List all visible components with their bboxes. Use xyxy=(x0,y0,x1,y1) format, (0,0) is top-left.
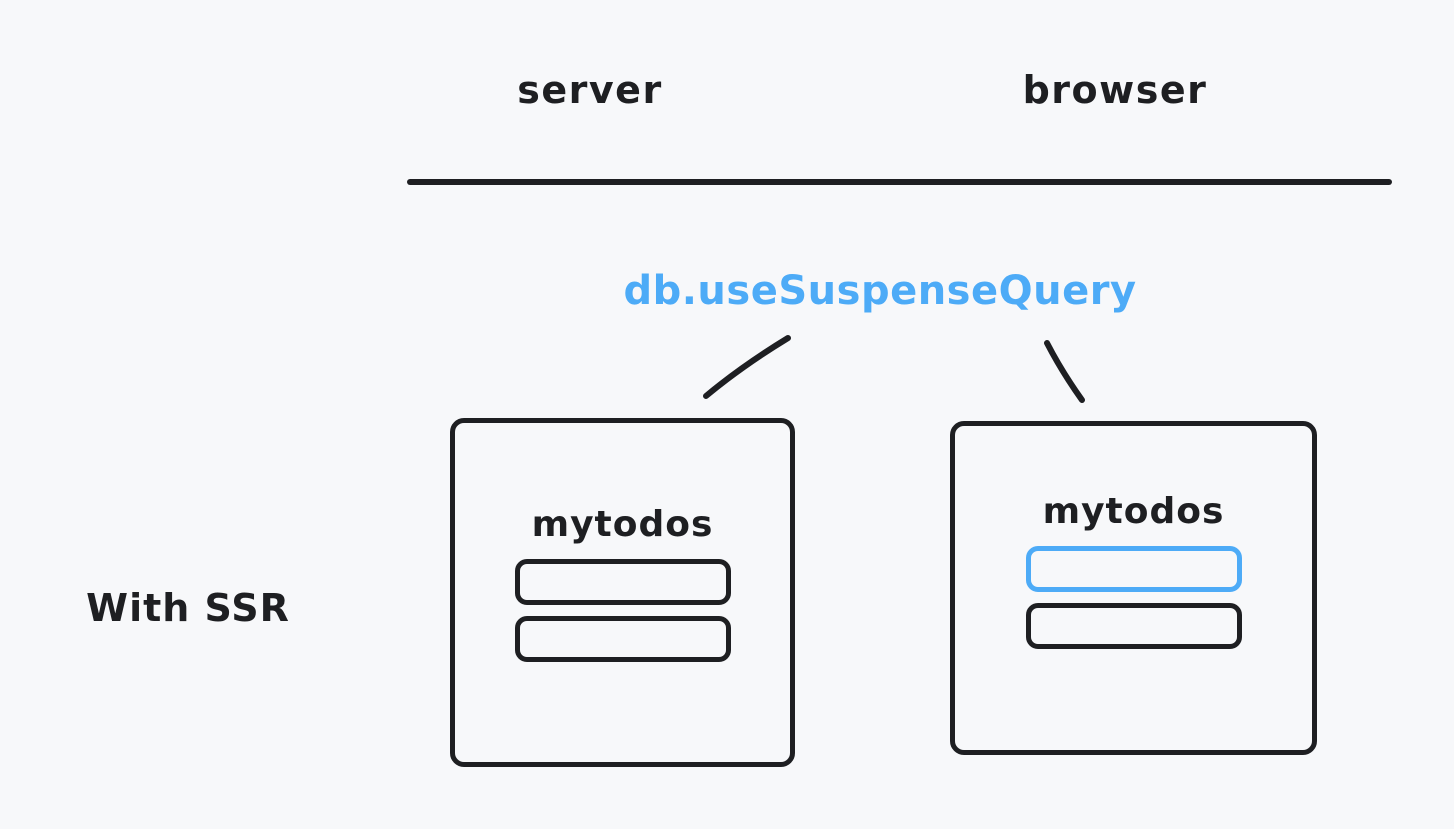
browser-todo-list xyxy=(1025,546,1242,650)
todo-item-skeleton xyxy=(1025,603,1242,650)
browser-box-title: mytodos xyxy=(1042,491,1225,532)
connector-to-server-box xyxy=(703,335,791,399)
hook-annotation-label: db.useSuspenseQuery xyxy=(623,268,1137,314)
todo-item-skeleton xyxy=(514,616,731,663)
browser-app-box: mytodos xyxy=(950,421,1317,755)
todo-item-skeleton-accent xyxy=(1025,546,1242,593)
row-label-with-ssr: With SSR xyxy=(86,586,290,630)
column-label-browser: browser xyxy=(1022,68,1208,112)
server-todo-list xyxy=(514,559,731,663)
server-box-title: mytodos xyxy=(531,504,714,545)
todo-item-skeleton xyxy=(514,559,731,606)
column-label-server: server xyxy=(517,68,663,112)
column-divider-line xyxy=(407,179,1392,185)
server-app-box: mytodos xyxy=(450,418,795,767)
connector-to-browser-box xyxy=(1044,340,1085,403)
